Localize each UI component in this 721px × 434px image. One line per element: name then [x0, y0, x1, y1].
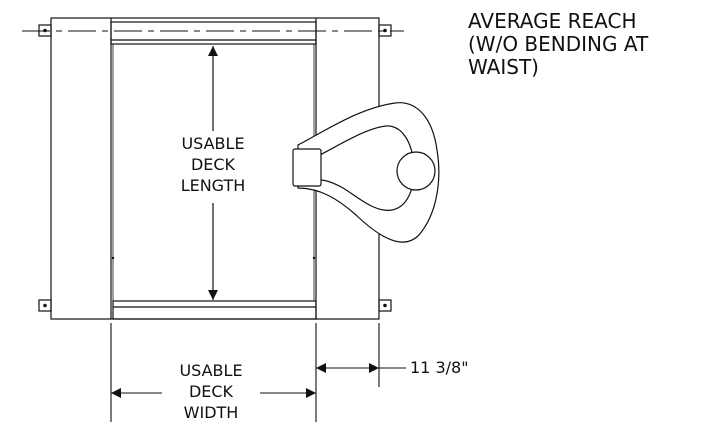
operator-hands — [292, 148, 322, 187]
bracket-bottom-right — [378, 299, 392, 312]
bottom-roller — [112, 300, 317, 320]
reach-label-line-1: AVERAGE REACH — [468, 9, 637, 33]
deck-width-label: USABLE DECK WIDTH — [162, 360, 260, 423]
side-gap-label: 11 3/8" — [410, 357, 469, 378]
bracket-bottom-left — [38, 299, 52, 312]
reach-figure — [292, 102, 440, 243]
reach-label-line-3: WAIST) — [468, 55, 539, 79]
deck-length-label-line-3: LENGTH — [180, 176, 246, 195]
bracket-top-left — [38, 24, 52, 37]
reach-label-line-2: (W/O BENDING AT — [468, 32, 649, 56]
deck-length-label: USABLE DECK LENGTH — [150, 131, 276, 198]
side-gap-dimension — [316, 323, 406, 387]
reach-label: AVERAGE REACH (W/O BENDING AT WAIST) — [468, 10, 648, 79]
reach-envelope-inner — [319, 125, 415, 211]
deck-length-label-line-2: DECK — [190, 155, 236, 174]
reach-envelope-outer — [297, 102, 440, 243]
deck-length-label-line-1: USABLE — [181, 134, 245, 153]
top-roller — [110, 21, 317, 45]
deck-width-label-line-1: USABLE — [179, 361, 243, 380]
side-gap-value: 11 3/8" — [410, 358, 469, 377]
deck-width-label-line-3: WIDTH — [183, 403, 239, 422]
deck-width-label-line-2: DECK — [188, 382, 234, 401]
operator-head — [396, 151, 436, 191]
bracket-top-right — [378, 24, 392, 37]
